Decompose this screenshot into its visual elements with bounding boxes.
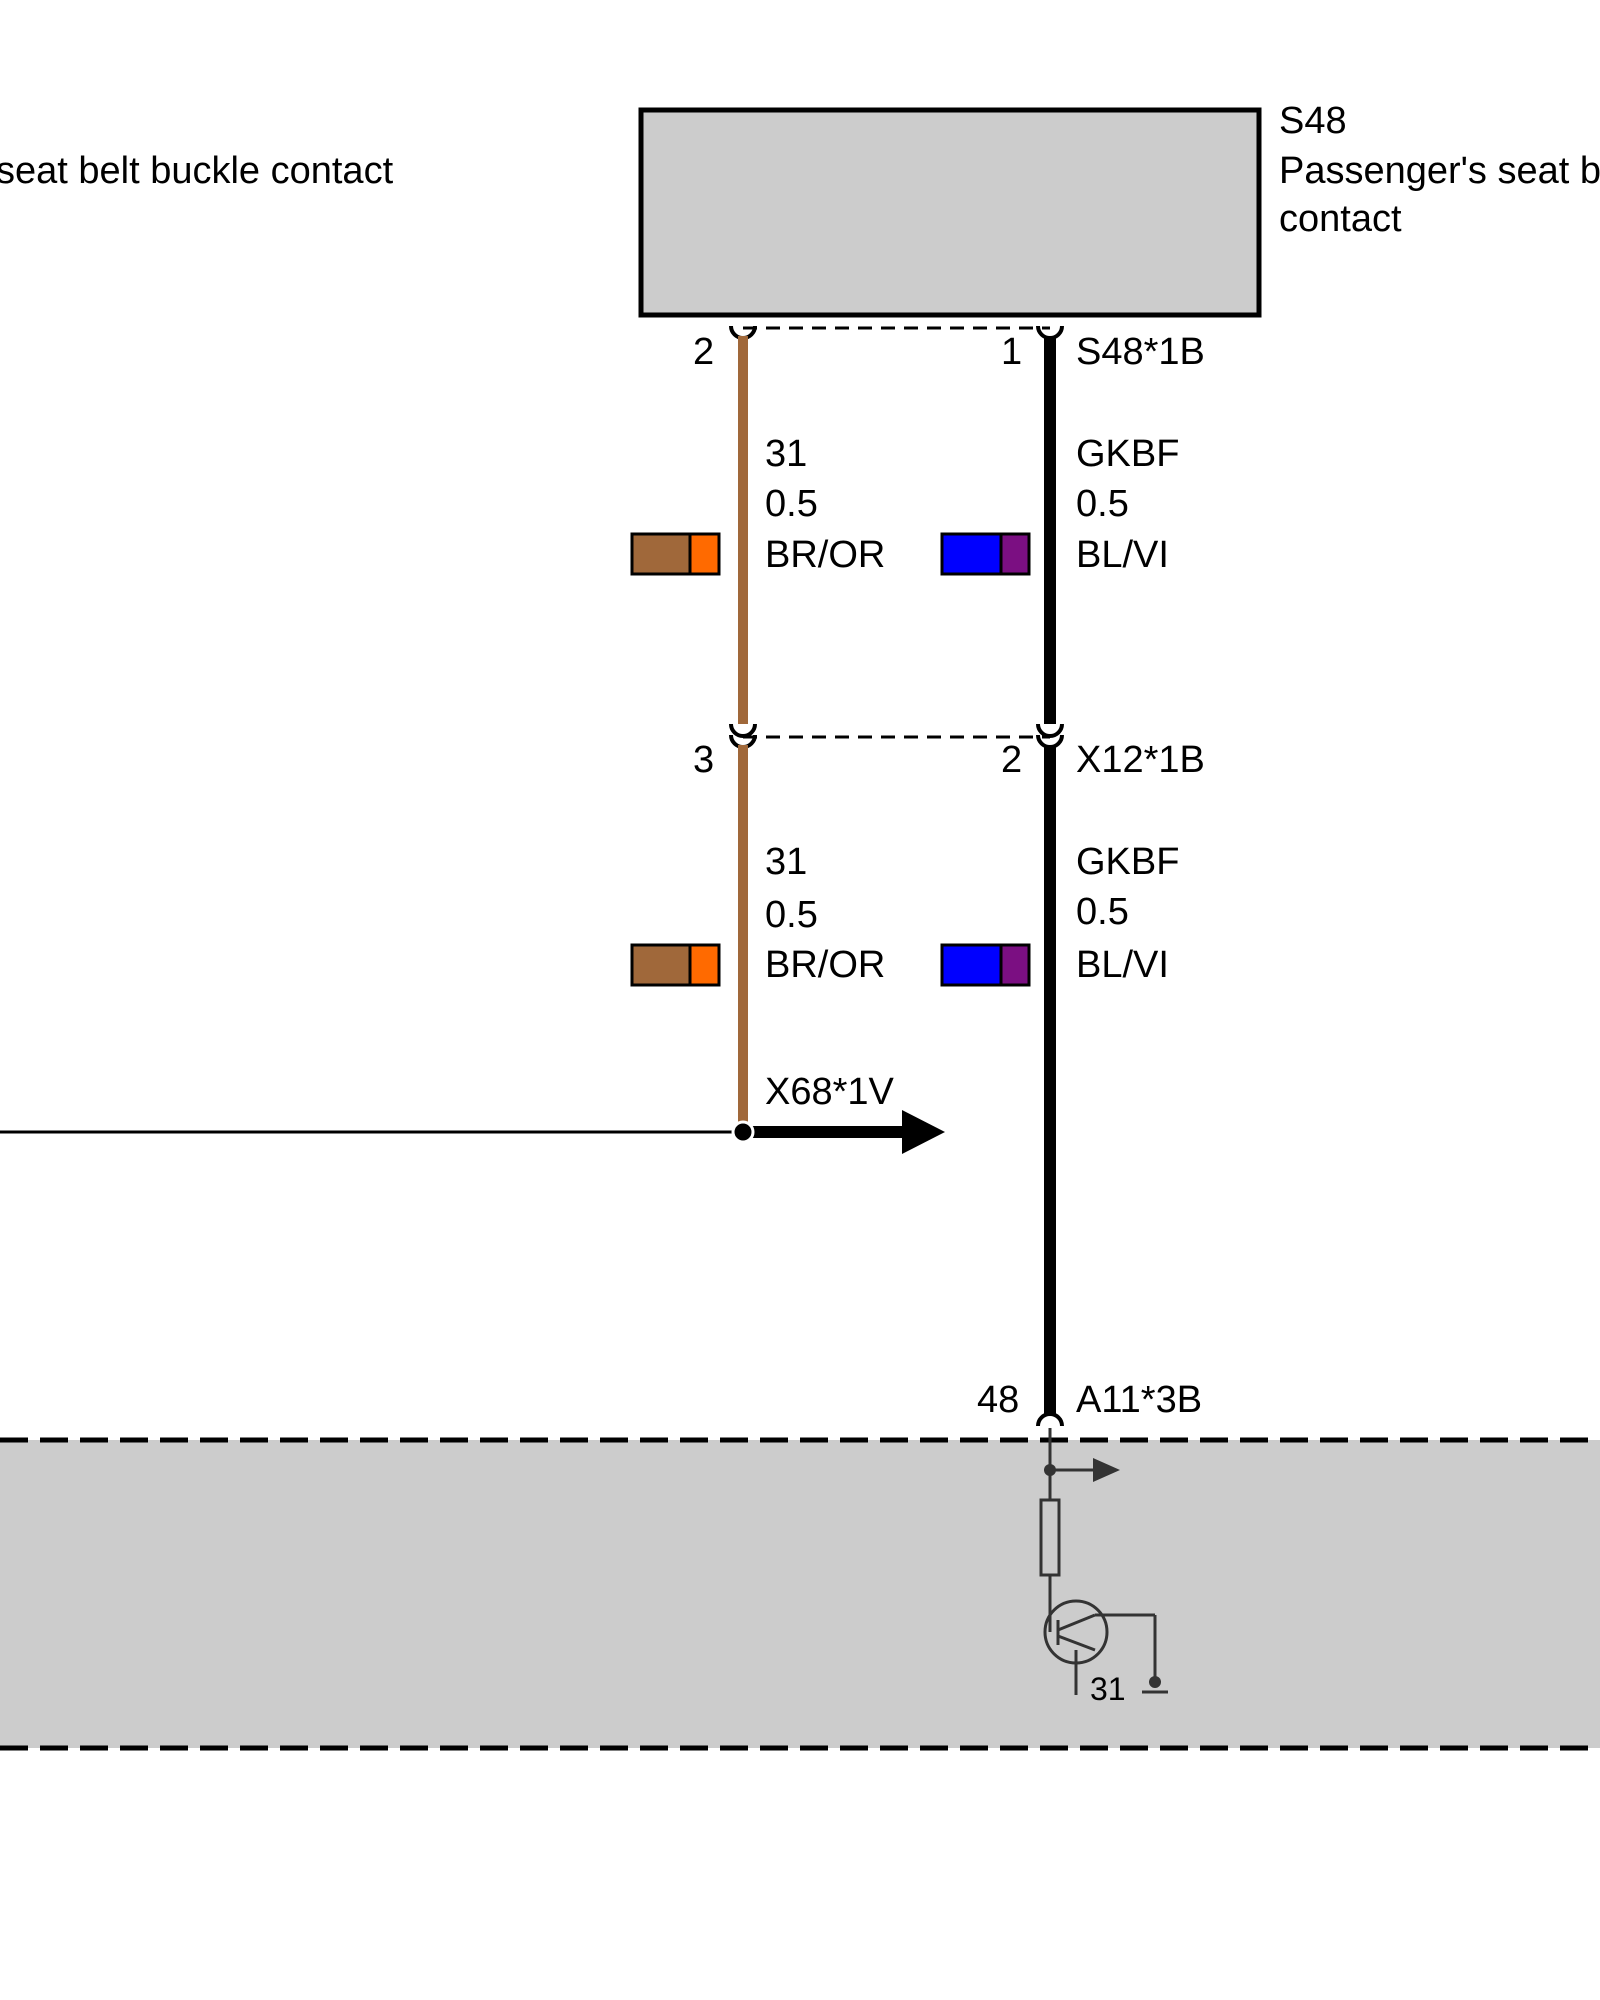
connector-x12-1b-pin-left-plug	[729, 723, 757, 738]
transistor-emitter-line	[1057, 1634, 1096, 1652]
wire-color-code: BL/VI	[1076, 534, 1169, 576]
control-unit-ground-label: 31	[1090, 1671, 1126, 1707]
connector-s48-1b-pin-left: 2	[693, 331, 714, 373]
wire-size: 0.5	[1076, 483, 1129, 525]
left-component-description: seat belt buckle contact	[0, 150, 394, 192]
splice-node	[731, 1120, 755, 1144]
wire-lower-left-label: 31 0.5 BR/OR	[630, 841, 885, 987]
connector-x12-1b-pin-right: 2	[1001, 739, 1022, 781]
transistor-collector-line	[1057, 1613, 1096, 1632]
wire-color-swatch-secondary	[688, 532, 721, 576]
wire-circuit: GKBF	[1076, 841, 1179, 883]
connector-x12-1b-pin-right-plug	[1036, 723, 1064, 738]
wire-size: 0.5	[1076, 891, 1129, 933]
component-s48-description-line1: Passenger's seat b	[1279, 150, 1600, 192]
wire-size: 0.5	[765, 894, 818, 936]
control-unit-a11	[0, 1437, 1600, 1751]
wire-circuit: 31	[765, 841, 807, 883]
wire-color-swatch-primary	[630, 943, 692, 987]
splice-arrow-icon	[902, 1110, 945, 1154]
connector-s48-1b: 2 1 S48*1B	[693, 325, 1205, 373]
splice-x68-1v-name: X68*1V	[765, 1071, 895, 1113]
connector-a11-3b-pin: 48	[977, 1379, 1019, 1421]
connector-a11-3b: 48 A11*3B	[977, 1379, 1202, 1427]
component-s48[interactable]: S48 Passenger's seat b contact	[638, 100, 1600, 318]
connector-x12-1b-name: X12*1B	[1076, 739, 1205, 781]
wire-lower-right-label: GKBF 0.5 BL/VI	[940, 841, 1179, 987]
connector-s48-1b-name: S48*1B	[1076, 331, 1205, 373]
wire-upper-left-label: 31 0.5 BR/OR	[630, 433, 885, 576]
wire-color-swatch-primary	[630, 532, 692, 576]
wire-color-code: BL/VI	[1076, 944, 1169, 986]
connector-a11-3b-pin-socket	[1036, 1412, 1064, 1427]
internal-signal-arrow-icon	[1093, 1458, 1120, 1482]
wire-size: 0.5	[765, 483, 818, 525]
connector-s48-1b-pin-right: 1	[1001, 331, 1022, 373]
connector-a11-3b-name: A11*3B	[1076, 1379, 1202, 1421]
wire-color-code: BR/OR	[765, 534, 885, 576]
wire-circuit: GKBF	[1076, 433, 1179, 475]
wire-circuit: 31	[765, 433, 807, 475]
wire-color-swatch-secondary	[999, 532, 1031, 576]
connector-x12-1b-pin-left: 3	[693, 739, 714, 781]
splice-x68-1v: X68*1V	[0, 1071, 945, 1154]
ground-node	[1149, 1676, 1161, 1688]
wire-color-swatch-secondary	[688, 943, 721, 987]
wire-color-swatch-primary	[940, 943, 1003, 987]
control-unit-internal-circuit	[1039, 1428, 1168, 1695]
control-unit-body	[0, 1440, 1600, 1748]
component-s48-description-line2: contact	[1279, 198, 1402, 240]
component-s48-code: S48	[1279, 100, 1347, 142]
component-s48-box[interactable]	[638, 107, 1262, 318]
wire-color-swatch-primary	[940, 532, 1003, 576]
wire-color-swatch-secondary	[999, 943, 1031, 987]
wire-color-code: BR/OR	[765, 944, 885, 986]
wire-upper-right-label: GKBF 0.5 BL/VI	[940, 433, 1179, 576]
connector-x12-1b: 3 2 X12*1B	[693, 723, 1205, 781]
